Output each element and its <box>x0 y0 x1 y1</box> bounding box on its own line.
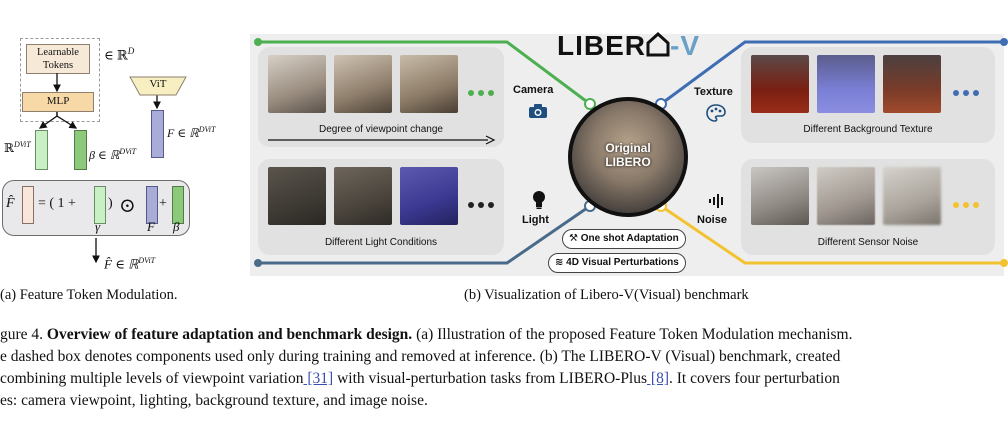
mlp-box: MLP <box>22 92 94 112</box>
camera-photo-3 <box>400 55 458 113</box>
camera-icon <box>528 103 548 124</box>
camera-photo-2 <box>334 55 392 113</box>
figure-caption-line-1: gure 4. Overview of feature adaptation a… <box>0 326 853 343</box>
card-camera-label: Degree of viewpoint change <box>319 124 443 135</box>
tokens-dim-label: ∈ ℝD <box>104 46 135 63</box>
robot-arm-icon: ⚒ <box>569 233 578 244</box>
noise-more-dots <box>953 195 983 213</box>
lightbulb-icon <box>531 190 547 215</box>
house-icon <box>646 31 670 64</box>
formula-gamma-vector <box>94 186 106 224</box>
feature-dim-label: F ∈ ℝDViT <box>167 125 216 140</box>
noise-photo-3 <box>883 167 941 225</box>
beta-dim-label: β ∈ ℝDViT <box>89 147 137 162</box>
waveform-icon: ≋ <box>555 257 564 268</box>
camera-photo-1 <box>268 55 326 113</box>
mlp-label: MLP <box>46 95 70 107</box>
formula-fhat: F̂ <box>6 196 15 211</box>
texture-photo-1 <box>751 55 809 113</box>
texture-photo-2 <box>817 55 875 113</box>
light-more-dots <box>468 195 498 213</box>
texture-label: Texture <box>694 86 733 98</box>
formula-beta-label: β <box>173 219 180 234</box>
card-light-conditions: Different Light Conditions <box>258 159 504 255</box>
libero-v-logo: LIBER -V <box>557 30 700 64</box>
connector-lines <box>254 38 1008 267</box>
citation-link-31[interactable]: [31] <box>303 370 334 387</box>
formula-f-label: F <box>147 219 155 234</box>
one-shot-adaptation-pill: ⚒ One shot Adaptation <box>562 229 686 249</box>
formula-eq: = ( 1 + <box>38 196 76 211</box>
card-background-texture: Different Background Texture <box>741 47 995 143</box>
formula-beta-vector <box>172 186 184 224</box>
odot-symbol: ⊙ <box>119 195 136 217</box>
figure-caption-line-2: e dashed box denotes components used onl… <box>0 348 841 365</box>
noise-photo-1 <box>751 167 809 225</box>
output-vector <box>22 186 34 224</box>
card-noise-label: Different Sensor Noise <box>817 237 919 248</box>
noise-label: Noise <box>697 214 727 226</box>
citation-link-8[interactable]: [8] <box>647 370 669 387</box>
formula-gamma-label: γ <box>95 219 101 234</box>
palette-icon <box>706 104 726 127</box>
vit-trapezoid <box>129 76 187 96</box>
light-photo-1 <box>268 167 326 225</box>
noise-photo-2 <box>817 167 875 225</box>
light-photo-3 <box>400 167 458 225</box>
card-texture-label: Different Background Texture <box>803 124 933 135</box>
camera-label: Camera <box>513 84 554 96</box>
light-photo-2 <box>334 167 392 225</box>
training-only-dashed-box <box>20 38 100 122</box>
vit-label: ViT <box>149 78 167 90</box>
texture-more-dots <box>953 83 983 101</box>
learnable-tokens-label: Learnable Tokens <box>37 47 79 71</box>
formula-plus: + <box>159 196 167 211</box>
light-label: Light <box>522 214 549 226</box>
center-label: Original LIBERO <box>605 141 651 169</box>
camera-more-dots <box>468 83 498 101</box>
sound-wave-icon <box>708 194 726 213</box>
panel-b-caption: (b) Visualization of Libero-V(Visual) be… <box>464 287 749 303</box>
vit-feature-vector <box>151 110 164 158</box>
center-scene-image <box>572 101 684 213</box>
4d-visual-perturbations-pill: ≋ 4D Visual Perturbations <box>548 253 686 273</box>
arrow-tokens-mlp <box>38 73 161 264</box>
gamma-vector <box>35 130 48 170</box>
panel-a: Learnable Tokens ∈ ℝD MLP ViT ℝDViT β ∈ … <box>0 0 240 303</box>
gamma-dim-label: ℝDViT <box>4 140 31 155</box>
panel-a-caption: (a) Feature Token Modulation. <box>0 287 178 303</box>
output-label: F̂ ∈ ℝDViT <box>104 256 156 272</box>
formula-paren: ) <box>108 196 113 211</box>
viewpoint-arrow <box>268 135 496 145</box>
card-camera-viewpoint: Degree of viewpoint change <box>258 47 504 147</box>
beta-vector <box>74 130 87 170</box>
card-sensor-noise: Different Sensor Noise <box>741 159 995 255</box>
center-original-libero: Original LIBERO <box>568 97 688 217</box>
formula-f-vector <box>146 186 158 224</box>
figure-caption-line-4: es: camera viewpoint, lighting, backgrou… <box>0 392 428 409</box>
learnable-tokens-box: Learnable Tokens <box>26 44 90 74</box>
texture-photo-3 <box>883 55 941 113</box>
figure-caption-line-3: combining multiple levels of viewpoint v… <box>0 370 840 387</box>
card-light-label: Different Light Conditions <box>324 237 438 248</box>
